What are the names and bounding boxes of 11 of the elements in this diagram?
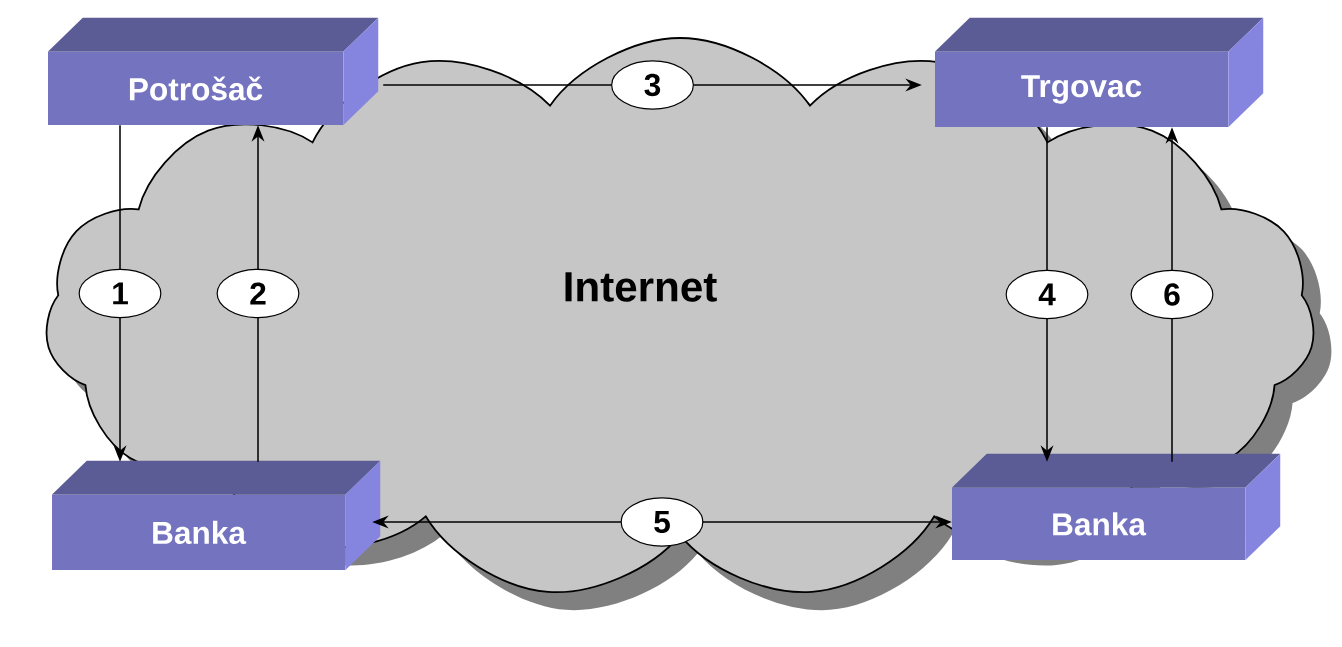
box-3d: Banka — [951, 453, 1281, 561]
edge-label: 1 — [78, 268, 162, 319]
box-3d: Trgovac — [934, 17, 1264, 128]
edge-label: 2 — [216, 268, 300, 319]
edge-label: 4 — [1005, 269, 1089, 320]
edge-label: 6 — [1130, 269, 1214, 320]
cloud-label: Internet — [565, 272, 717, 302]
edge-label: 5 — [620, 497, 704, 547]
edge-label: 3 — [611, 60, 694, 110]
box-3d: Potrošač — [47, 17, 379, 126]
box-3d: Banka — [51, 460, 381, 571]
